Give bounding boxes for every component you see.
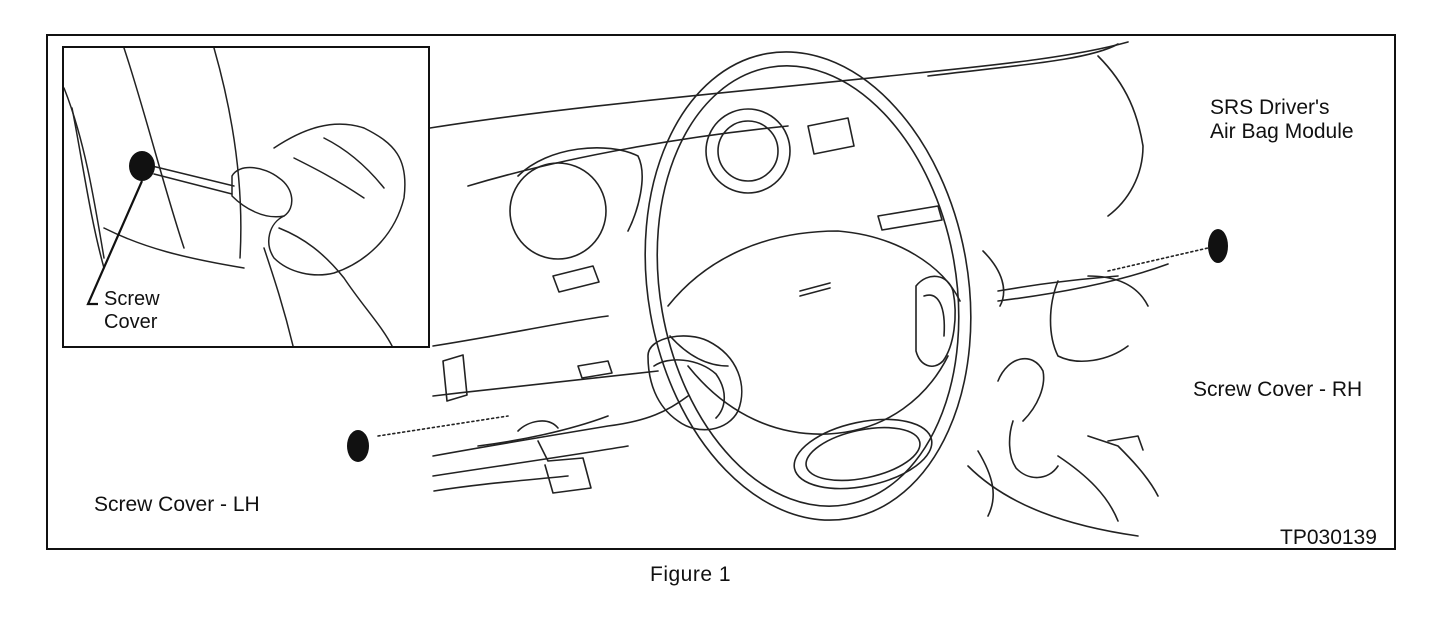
airbag-module-label: SRS Driver's Air Bag Module [1210,96,1354,144]
screw-cover-icon [347,229,1228,462]
dashboard-illustration [347,41,1228,537]
inset-screw-cover-label: Screw Cover [104,288,160,333]
leader-line [86,180,144,306]
detail-inset: Screw Cover [62,46,430,348]
diagram-frame: Screw Cover SRS Driver's Air Bag Module … [46,34,1396,550]
figure-caption: Figure 1 [650,563,732,586]
screwdriver-detail-illustration [64,48,406,346]
screw-cover-lh-label: Screw Cover - LH [94,493,260,516]
figure-id-label: TP030139 [1280,526,1377,549]
screw-cover-rh-label: Screw Cover - RH [1193,378,1363,401]
screw-cover-icon [129,151,155,181]
